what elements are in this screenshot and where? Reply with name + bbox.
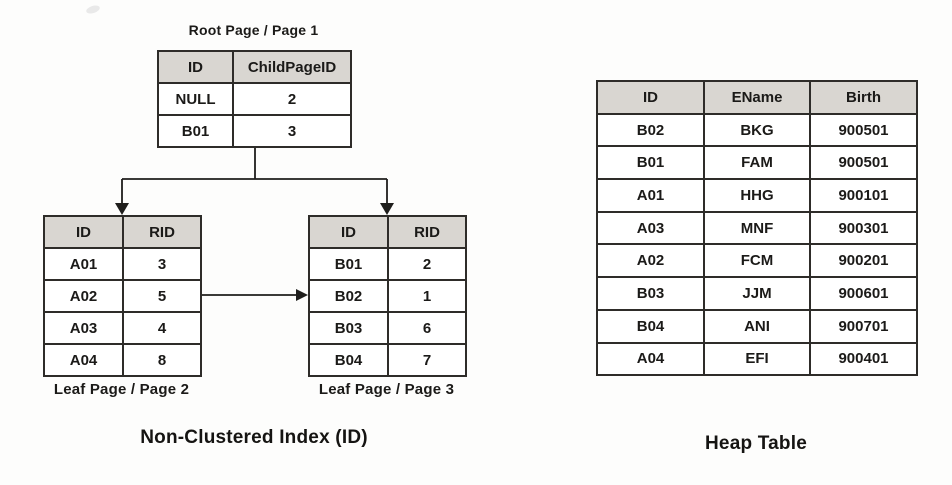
table-row: B02 1	[308, 279, 467, 313]
table-row: A02 FCM 900201	[596, 243, 918, 279]
leaf-page-3-table: ID RID B01 2 B02 1 B03 6 B04 7	[308, 215, 467, 377]
table-cell: A02	[43, 279, 124, 313]
arrowhead-down-right-icon	[380, 203, 394, 215]
column-header: Birth	[809, 80, 918, 115]
table-row: B04 ANI 900701	[596, 308, 918, 344]
table-cell: 2	[232, 82, 352, 116]
heap-table: ID EName Birth B02 BKG 900501 B01 FAM 90…	[596, 80, 918, 377]
table-cell: 900501	[809, 145, 918, 181]
leaf-page-3-label: Leaf Page / Page 3	[318, 381, 455, 398]
table-cell: B02	[596, 112, 705, 148]
table-cell: 6	[387, 311, 467, 345]
column-header: ID	[43, 215, 124, 249]
table-cell: A01	[43, 247, 124, 281]
root-page-table: ID ChildPageID NULL 2 B01 3	[157, 50, 352, 148]
table-cell: BKG	[703, 112, 811, 148]
table-row: A01 3	[43, 247, 202, 281]
table-cell: A04	[596, 341, 705, 377]
column-header: EName	[703, 80, 811, 115]
table-cell: 2	[387, 247, 467, 281]
table-cell: A01	[596, 178, 705, 213]
table-cell: 900501	[809, 112, 918, 148]
scan-smudge	[85, 4, 101, 15]
table-row: B02 BKG 900501	[596, 112, 918, 148]
table-cell: 900601	[809, 276, 918, 311]
table-cell: 8	[122, 343, 202, 377]
table-cell: 3	[122, 247, 202, 281]
table-row: A03 MNF 900301	[596, 210, 918, 246]
table-row: B03 JJM 900601	[596, 276, 918, 311]
table-cell: 900101	[809, 178, 918, 213]
table-row: B04 7	[308, 343, 467, 377]
arrowhead-down-left-icon	[115, 203, 129, 215]
table-cell: B01	[157, 114, 234, 148]
table-cell: A03	[43, 311, 124, 345]
column-header: ID	[596, 80, 705, 115]
table-cell: B01	[308, 247, 389, 281]
table-cell: JJM	[703, 276, 811, 311]
table-row: A04 8	[43, 343, 202, 377]
table-cell: B04	[596, 308, 705, 344]
table-cell: B04	[308, 343, 389, 377]
table-cell: B03	[596, 276, 705, 311]
root-page-title: Root Page / Page 1	[188, 22, 319, 38]
table-row: B01 3	[157, 114, 352, 148]
table-cell: 900401	[809, 341, 918, 377]
table-cell: 4	[122, 311, 202, 345]
caption-heap-table: Heap Table	[705, 433, 807, 454]
table-header-row: ID EName Birth	[596, 80, 918, 115]
caption-non-clustered-index: Non-Clustered Index (ID)	[140, 427, 368, 448]
table-cell: A02	[596, 243, 705, 279]
column-header: RID	[122, 215, 202, 249]
table-row: NULL 2	[157, 82, 352, 116]
table-cell: A04	[43, 343, 124, 377]
table-header-row: ID ChildPageID	[157, 50, 352, 84]
leaf-page-2-label: Leaf Page / Page 2	[53, 381, 190, 398]
table-cell: B03	[308, 311, 389, 345]
table-cell: 900701	[809, 308, 918, 344]
column-header: RID	[387, 215, 467, 249]
table-cell: FAM	[703, 145, 811, 181]
arrowhead-right-icon	[296, 289, 308, 301]
table-cell: A03	[596, 210, 705, 246]
table-header-row: ID RID	[43, 215, 202, 249]
table-cell: 7	[387, 343, 467, 377]
table-cell: FCM	[703, 243, 811, 279]
table-row: B01 2	[308, 247, 467, 281]
table-row: A02 5	[43, 279, 202, 313]
table-cell: EFI	[703, 341, 811, 377]
table-cell: HHG	[703, 178, 811, 213]
column-header: ID	[308, 215, 389, 249]
table-cell: 3	[232, 114, 352, 148]
leaf-page-2-table: ID RID A01 3 A02 5 A03 4 A04 8	[43, 215, 202, 377]
column-header: ID	[157, 50, 234, 84]
table-row: A03 4	[43, 311, 202, 345]
table-cell: 5	[122, 279, 202, 313]
table-row: A01 HHG 900101	[596, 178, 918, 213]
table-row: B03 6	[308, 311, 467, 345]
column-header: ChildPageID	[232, 50, 352, 84]
table-cell: B02	[308, 279, 389, 313]
table-cell: 900301	[809, 210, 918, 246]
table-cell: NULL	[157, 82, 234, 116]
table-cell: ANI	[703, 308, 811, 344]
table-cell: MNF	[703, 210, 811, 246]
table-header-row: ID RID	[308, 215, 467, 249]
table-cell: B01	[596, 145, 705, 181]
table-cell: 900201	[809, 243, 918, 279]
table-cell: 1	[387, 279, 467, 313]
table-row: B01 FAM 900501	[596, 145, 918, 181]
table-row: A04 EFI 900401	[596, 341, 918, 377]
